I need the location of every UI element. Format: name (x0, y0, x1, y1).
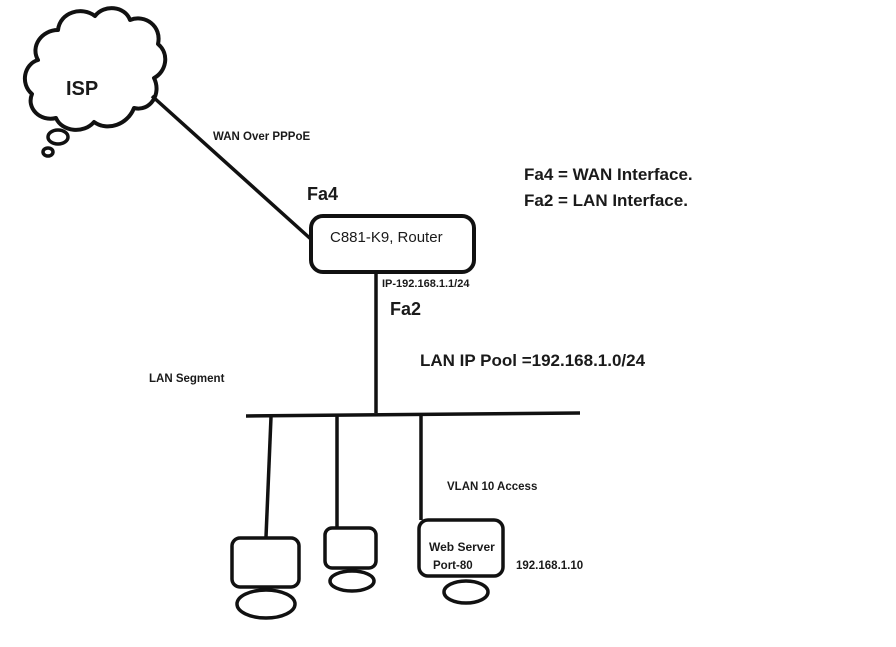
router-label: C881-K9, Router (330, 229, 443, 246)
drop-line-host-1 (264, 416, 273, 538)
wan-port-label: Fa4 (307, 184, 338, 204)
router-ip-label: IP-192.168.1.1/24 (382, 278, 470, 290)
web-server: Web Server Port-80 (417, 518, 505, 605)
web-server-base (442, 579, 490, 605)
web-server-port: Port-80 (433, 560, 473, 572)
router-box (309, 214, 476, 274)
host-1-monitor (230, 536, 301, 589)
wan-link-label: WAN Over PPPoE (213, 131, 310, 143)
host-1-base (235, 588, 297, 620)
isp-cloud-bubble-2 (41, 146, 55, 158)
lan-port-label: Fa2 (390, 299, 421, 319)
host-2-base (328, 569, 376, 593)
host-2-monitor (323, 526, 378, 570)
web-server-ip: 192.168.1.10 (516, 560, 583, 572)
host-1 (230, 536, 301, 620)
lan-segment-label: LAN Segment (149, 373, 225, 385)
web-server-monitor (417, 518, 505, 578)
isp-cloud: ISP (22, 6, 168, 158)
isp-cloud-shape (22, 6, 168, 132)
vlan-label: VLAN 10 Access (447, 481, 537, 493)
isp-label: ISP (66, 78, 98, 100)
web-server-name: Web Server (429, 540, 495, 554)
legend-line-2: Fa2 = LAN Interface. (524, 191, 688, 210)
host-2 (323, 526, 378, 593)
legend-line-1: Fa4 = WAN Interface. (524, 165, 693, 184)
router: C881-K9, Router (309, 214, 476, 274)
lan-bus (245, 411, 581, 418)
wan-link (150, 94, 315, 243)
lan-pool-label: LAN IP Pool =192.168.1.0/24 (420, 351, 646, 370)
isp-cloud-bubble-1 (46, 128, 70, 146)
